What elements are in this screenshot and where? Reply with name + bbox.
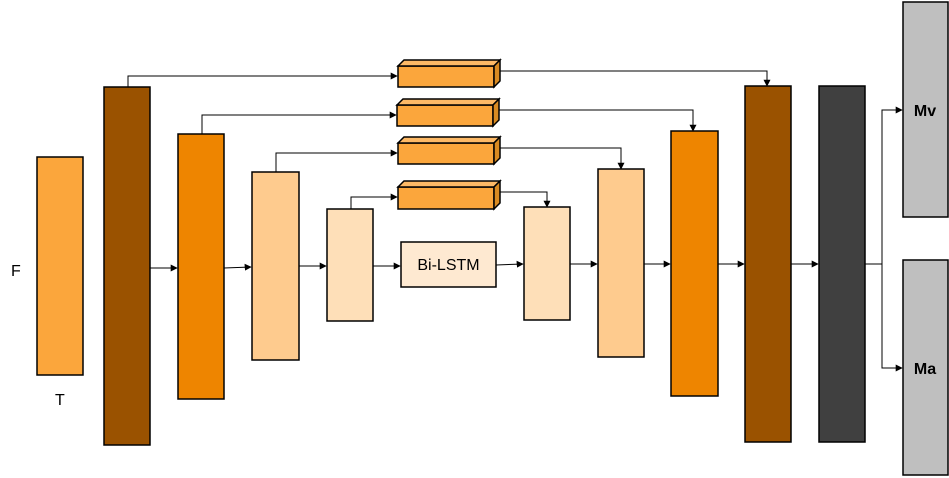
skip-block-2 <box>395 97 501 128</box>
skip-line-2-out <box>498 109 697 132</box>
decoder-block-1 <box>523 206 571 321</box>
freq-axis-label: F <box>11 263 21 280</box>
skip-line-3 <box>275 149 398 172</box>
bilstm-label: Bi-LSTM <box>417 257 479 274</box>
output-block-a <box>902 259 949 476</box>
final-block <box>818 85 866 443</box>
input-block <box>36 156 84 376</box>
encoder-block-1 <box>103 86 151 446</box>
encoder-block-4 <box>326 208 374 322</box>
skip-line-3-out <box>500 147 625 170</box>
skip-block-1 <box>396 58 502 89</box>
arrow-bilstm-dec1 <box>495 260 524 268</box>
output-v-label: Mv <box>914 103 936 120</box>
decoder-block-3 <box>670 130 719 397</box>
time-axis-label: T <box>55 392 65 409</box>
arrow-to-mv <box>881 106 903 264</box>
skip-line-1-out <box>500 70 771 87</box>
skip-block-4 <box>396 179 502 211</box>
arrow-to-ma <box>881 264 903 372</box>
skip-line-4-out <box>500 191 551 208</box>
skip-line-2 <box>201 111 397 134</box>
encoder-block-3 <box>251 171 300 361</box>
output-block-v <box>902 1 949 218</box>
output-a-label: Ma <box>914 361 936 378</box>
skip-block-3 <box>396 135 502 166</box>
decoder-block-2 <box>597 168 645 358</box>
skip-line-4 <box>350 193 398 209</box>
skip-line-1 <box>127 72 398 87</box>
skip-connections <box>127 70 771 209</box>
forward-arrows <box>150 106 903 372</box>
encoder-block-2 <box>177 133 225 400</box>
decoder-block-4 <box>744 85 792 443</box>
arrow-enc2-enc3 <box>223 263 252 271</box>
bilstm-block <box>400 241 497 288</box>
